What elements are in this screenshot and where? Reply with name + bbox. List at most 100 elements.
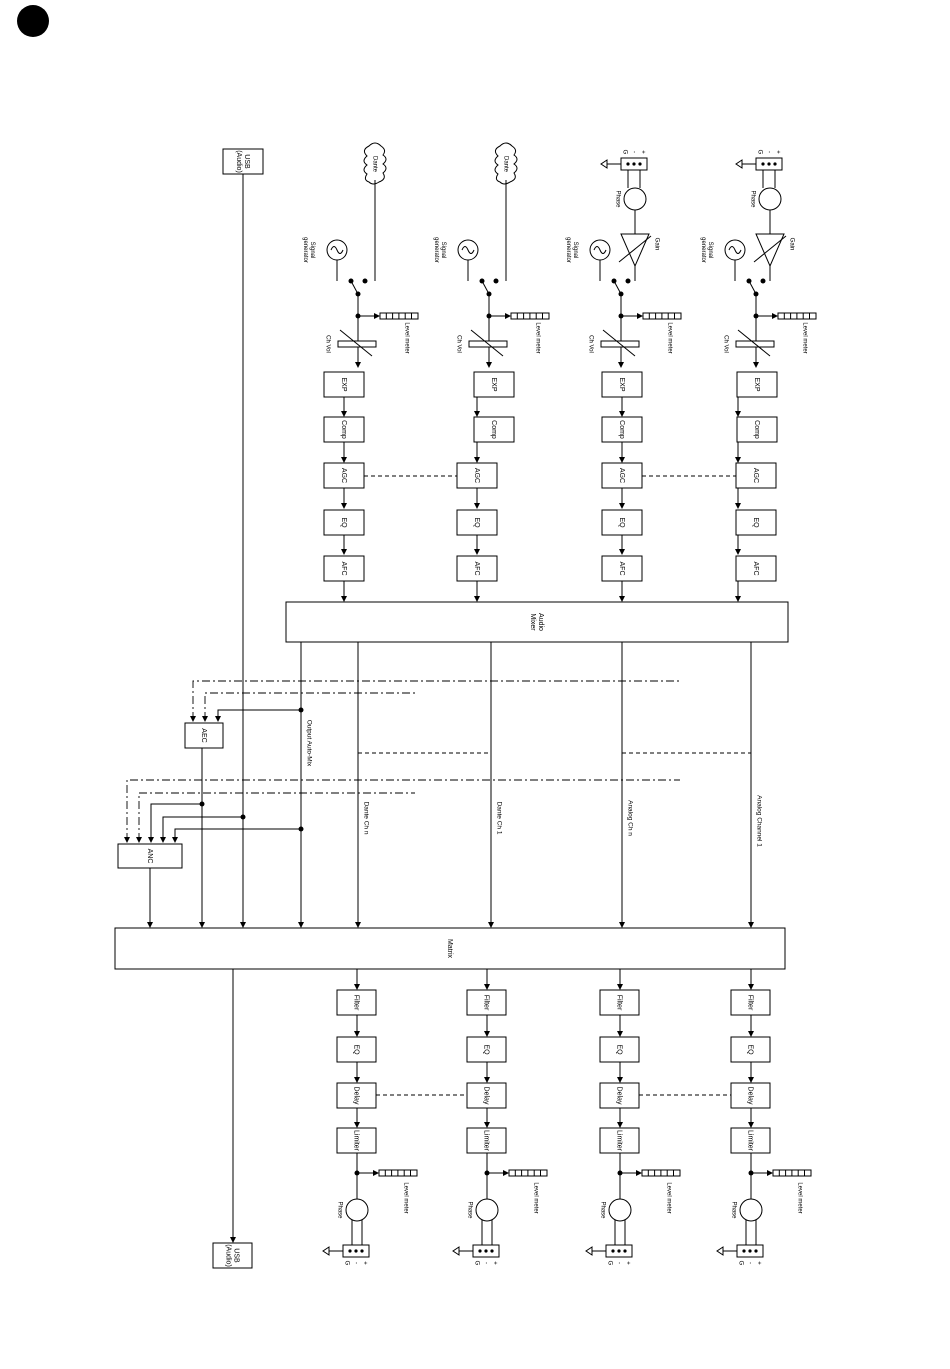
output-ch4-phase-label-text: Phase [730, 1201, 736, 1219]
input-ch4-input-connector-ground-arrow [735, 159, 743, 169]
arrow-head [735, 457, 741, 463]
output-ch1-level-meter-label-text: Level meter [402, 1182, 408, 1213]
input-ch3-afc-box-label-text: AFC [618, 562, 625, 576]
arrow-head [199, 922, 205, 928]
output-ch1-filter-box [336, 989, 377, 1016]
arrow-head [355, 362, 361, 368]
output-ch3-filter-box [599, 989, 640, 1016]
input-ch1-exp-box-label-text: EXP [340, 377, 347, 391]
input-ch4-signal-generator-label-text: generator [700, 237, 706, 263]
arrow-head [474, 457, 480, 463]
output-ch2-pin-minus: - [482, 1262, 488, 1264]
usb-audio-input-box-label-text: USB [243, 154, 250, 169]
input-ch1-eq-box-label: EQ [340, 517, 347, 528]
usb-audio-output-box [212, 1242, 253, 1269]
output-ch2-phase-circle [475, 1198, 499, 1222]
anc-in-usb [162, 816, 243, 841]
input-ch3-comp-box-label-text: Comp [618, 420, 625, 439]
output-ch4-filter-box-label-text: Filter [747, 995, 754, 1011]
anc-usb-tap [240, 814, 246, 820]
output-ch3-connector-pin [611, 1249, 615, 1253]
output-ch4-connector-pin [748, 1249, 752, 1253]
arrow-head [617, 1122, 623, 1128]
input-ch1-afc-box-label-text: AFC [340, 562, 347, 576]
anc-in-mix [174, 828, 301, 841]
input-ch2-comp-box-label: Comp [490, 420, 497, 439]
input-ch2-exp-box-label-text: EXP [490, 377, 497, 391]
input-ch2-eq-box-label-text: EQ [473, 517, 480, 528]
output-ch1-connector-pin [360, 1249, 364, 1253]
output-ch3-pin-g: G [606, 1261, 612, 1266]
arrow-head [341, 549, 347, 555]
input-ch1-ch-vol-label-text: Ch Vol [324, 335, 330, 353]
arrow-head [772, 313, 778, 319]
output-ch4-delay-box-label: Delay [747, 1087, 754, 1105]
output-ch3-limiter-box-label: Limiter [616, 1130, 623, 1152]
input-ch3-phase-circle [623, 187, 647, 211]
arrow-head [172, 837, 178, 843]
arrow-head [160, 837, 166, 843]
input-ch4-gain-amp [755, 233, 785, 268]
input-ch4-exp-box [736, 371, 778, 398]
output-ch4-level-meter-label-text: Level meter [796, 1182, 802, 1213]
input-ch4-switch-contact-b [760, 278, 766, 284]
output-ch2-ground-arrow [452, 1246, 460, 1256]
output-ch1-connector-pin [348, 1249, 352, 1253]
aec-box [184, 722, 224, 749]
input-ch3-comp-box-label: Comp [618, 420, 625, 439]
input-ch2-afc-box-label-text: AFC [473, 562, 480, 576]
arrow-head [619, 549, 625, 555]
input-ch2-dante-source-label-text: Dante [502, 156, 508, 173]
output-ch1-limiter-box-label: Limiter [353, 1130, 360, 1152]
output-ch4-ground-arrow [716, 1246, 724, 1256]
output-ch2-connector-pin [490, 1249, 494, 1253]
arrow-head [748, 984, 754, 990]
input-ch4-ch-vol-slash [737, 329, 771, 357]
input-ch2-afc-box-label: AFC [473, 562, 480, 576]
input-ch4-input-connector-pin [767, 162, 771, 166]
input-ch3-signal-generator-label-text: generator [565, 237, 571, 263]
audio-mixer-box-label-text: Mixer [529, 613, 536, 631]
output-ch4-pin-g: G [737, 1261, 743, 1266]
arrow-head [619, 457, 625, 463]
input-ch2-comp-box-label-text: Comp [490, 420, 497, 439]
input-ch1-dante-source [363, 142, 387, 185]
output-ch2-phase-label-text: Phase [466, 1201, 472, 1219]
output-ch1-delay-box-label-text: Delay [353, 1087, 360, 1105]
output-ch2-limiter-box-label: Limiter [483, 1130, 490, 1152]
arrow-head [474, 411, 480, 417]
input-ch1-exp-box-label: EXP [340, 377, 347, 391]
input-ch4-signal-generator-sine [728, 246, 742, 254]
input-ch4-input-connector-pin [761, 162, 765, 166]
output-ch3-eq-box [599, 1036, 640, 1063]
usb-audio-input-box-label-text: (Audio) [235, 150, 242, 173]
output-ch2-limiter-box [466, 1127, 507, 1154]
output-ch3-limiter-box-label-text: Limiter [616, 1130, 623, 1152]
input-ch3-signal-generator-label-text: Signal [572, 242, 578, 259]
input-ch3-input-connector-pin-minus-text: - [630, 151, 636, 153]
aec-ref-a [192, 680, 680, 720]
output-ch2-eq-box [466, 1036, 507, 1063]
output-ch3-eq-box-label-text: EQ [616, 1044, 623, 1055]
input-ch3-exp-box-label: EXP [618, 377, 625, 391]
input-ch3-agc-box-label-text: AGC [618, 468, 625, 483]
input-ch4-eq-box-label: EQ [752, 517, 759, 528]
output-ch1-ground-arrow [322, 1246, 330, 1256]
input-ch4-tap-dot [753, 291, 759, 297]
aec-ref-b [204, 692, 415, 720]
input-ch1-level-meter-label-text: Level meter [403, 322, 409, 353]
output-ch2-level-meter-label-text: Level meter [532, 1182, 538, 1213]
input-ch3-input-connector-pin [626, 162, 630, 166]
input-ch3-level-meter-label-text: Level meter [666, 322, 672, 353]
input-ch3-input-connector-pin-plus: + [639, 150, 645, 154]
output-auto-mix-label: Output Auto-Mix [305, 720, 312, 767]
output-ch4-limiter-box-label-text: Limiter [747, 1130, 754, 1152]
input-ch2-ch-vol-label: Ch Vol [455, 335, 461, 353]
input-ch1-level-meter-label: Level meter [403, 322, 409, 353]
output-ch2-limiter-box-label-text: Limiter [483, 1130, 490, 1152]
arrow-head [202, 716, 208, 722]
output-ch4-pin-g-text: G [737, 1261, 743, 1266]
input-ch3-tap-dot [618, 291, 624, 297]
output-ch4-filter-box-label: Filter [747, 995, 754, 1011]
